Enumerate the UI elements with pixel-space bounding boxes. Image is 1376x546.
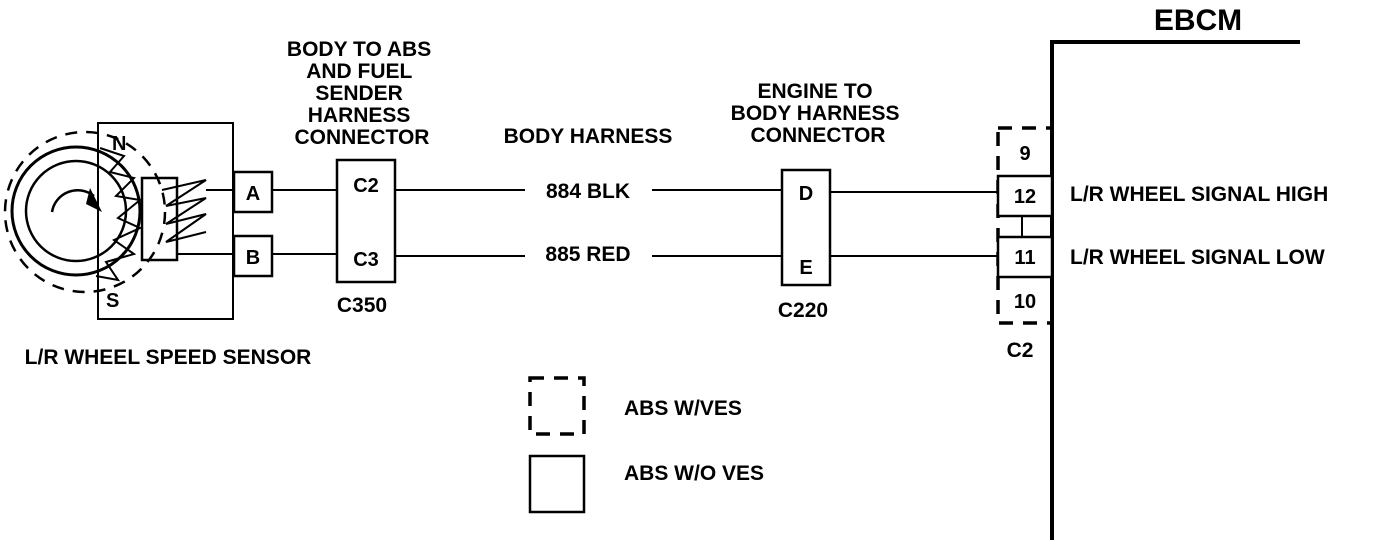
c350-title-line-1: BODY TO ABS: [287, 38, 431, 61]
terminal-b-box: [232, 234, 274, 278]
c350-title-line-3: SENDER: [315, 82, 403, 105]
ebcm-title: EBCM: [1154, 4, 1242, 37]
signal-low-label: L/R WHEEL SIGNAL LOW: [1070, 246, 1325, 269]
legend-solid-box-icon: [528, 454, 586, 514]
c220-title: ENGINE TO BODY HARNESS CONNECTOR: [731, 80, 906, 147]
c220-pin-bottom: E: [799, 257, 812, 279]
reluctor-inner-circle: [24, 159, 128, 263]
terminal-a-label: A: [246, 183, 260, 205]
c350-title-line-4: HARNESS: [308, 104, 411, 127]
ebcm-connector-c2: 9 12 11 10 C2: [996, 126, 1054, 362]
sensor-coil-core: [140, 176, 179, 262]
c2-dashed-outline: [996, 126, 1054, 325]
wire-884-label: 884 BLK: [546, 180, 630, 203]
wire-885-label: 885 RED: [545, 243, 630, 266]
legend-dashed-label: ABS W/VES: [624, 397, 742, 420]
c350-title: BODY TO ABS AND FUEL SENDER HARNESS CONN…: [287, 38, 437, 149]
c2-pin-11-box: [996, 235, 1054, 279]
terminal-a-box: [232, 170, 274, 214]
c220-pin-top: D: [799, 183, 813, 205]
signal-high-label: L/R WHEEL SIGNAL HIGH: [1070, 183, 1328, 206]
c2-connector-id: C2: [1007, 339, 1034, 362]
reluctor-outer-circle: [10, 145, 142, 277]
rotation-arrow-icon: [50, 188, 95, 213]
wheel-speed-sensor: N S L/R WHEEL SPEED SENSOR: [3, 122, 312, 369]
c350-title-line-2: AND FUEL: [306, 60, 412, 83]
legend-solid-label: ABS W/O VES: [624, 462, 764, 485]
c2-pin-10-number: 10: [1014, 291, 1036, 313]
terminal-b-label: B: [246, 247, 260, 269]
connector-c220: ENGINE TO BODY HARNESS CONNECTOR D E C22…: [731, 80, 906, 322]
reluctor-ring-dashed: [3, 130, 167, 294]
c350-title-line-5: CONNECTOR: [295, 126, 430, 149]
sensor-label: L/R WHEEL SPEED SENSOR: [25, 346, 312, 369]
c350-id: C350: [337, 294, 387, 317]
sensor-coil-icon: [161, 179, 207, 243]
c2-pin-9-number: 9: [1019, 143, 1030, 165]
c220-title-line-2: BODY HARNESS: [731, 102, 900, 125]
c220-title-line-1: ENGINE TO: [758, 80, 873, 103]
c2-pin-12-number: 12: [1014, 186, 1036, 208]
connector-c350: BODY TO ABS AND FUEL SENDER HARNESS CONN…: [287, 38, 437, 317]
c220-id: C220: [778, 299, 828, 322]
c350-pin-top: C2: [353, 175, 379, 197]
harness-title: BODY HARNESS: [504, 125, 673, 148]
c2-pin-12-box: [996, 174, 1054, 218]
c350-body: [335, 158, 397, 284]
tooth-zigzag: [95, 147, 143, 282]
legend-dashed-box-icon: [528, 376, 586, 436]
c220-title-line-3: CONNECTOR: [751, 124, 886, 147]
pole-n-label: N: [112, 133, 126, 155]
c220-body: [780, 168, 832, 287]
pole-s-label: S: [106, 290, 119, 312]
c350-pin-bottom: C3: [353, 249, 379, 271]
ebcm-module: EBCM: [1050, 4, 1300, 540]
c2-pin-11-number: 11: [1014, 247, 1035, 269]
sensor-housing: [97, 122, 234, 320]
legend: ABS W/VES ABS W/O VES: [528, 376, 764, 514]
